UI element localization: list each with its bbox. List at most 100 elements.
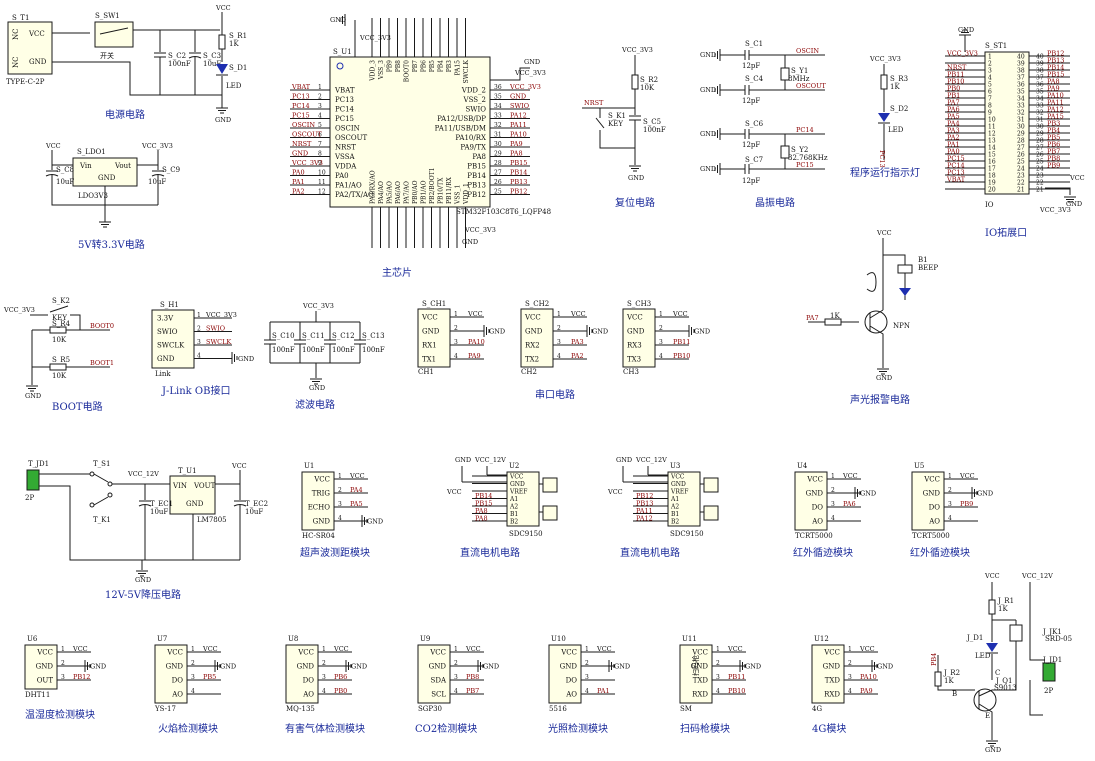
module-pin-num: 3 bbox=[831, 501, 835, 508]
mcu-bottom-pin-name: PB0/AO bbox=[412, 180, 419, 204]
filter-title: 滤波电路 bbox=[295, 398, 335, 411]
motor-net: PB12 bbox=[636, 492, 653, 500]
module-pin-name: VCC bbox=[691, 649, 708, 657]
module-pin-name: SDA bbox=[431, 677, 447, 685]
module-net: PA5 bbox=[350, 500, 363, 508]
module-pin-num: 4 bbox=[338, 515, 342, 522]
step-part: LM7805 bbox=[197, 516, 227, 524]
motor-pin-name: VCC bbox=[670, 474, 685, 481]
mcu-left-pin-name: PC13 bbox=[335, 96, 354, 104]
mcu-right-net: PA10 bbox=[510, 131, 527, 139]
uart-net: PB11 bbox=[673, 338, 690, 346]
motor-net: PA12 bbox=[636, 515, 653, 523]
module-pin-num: 2 bbox=[322, 660, 326, 667]
motor-vcc: VCC bbox=[607, 488, 623, 496]
module-box bbox=[911, 471, 945, 531]
module-designator: U6 bbox=[27, 635, 38, 643]
module-net: PA6 bbox=[843, 500, 856, 508]
uart-pin-num: 4 bbox=[659, 353, 663, 360]
module-part: 4G bbox=[812, 705, 822, 713]
d1-value: LED bbox=[226, 82, 242, 90]
jjd1-designator: J_JD1 bbox=[1042, 656, 1062, 664]
jr2-designator: J_R2 bbox=[943, 669, 960, 677]
io-right-net: PB6 bbox=[1047, 141, 1060, 149]
io-left-net: PA7 bbox=[947, 99, 960, 107]
module-pin-num: 4 bbox=[716, 688, 720, 695]
io-left-net: NRST bbox=[947, 64, 967, 72]
filter-cap-designator: S_C11 bbox=[302, 332, 325, 340]
motor-pin-name: A1 bbox=[509, 496, 518, 503]
c9-value: 10uF bbox=[148, 178, 166, 186]
module-gnd: GND bbox=[614, 663, 630, 671]
uart-pin-name: TX2 bbox=[525, 356, 539, 364]
uart-net: PB10 bbox=[673, 352, 690, 360]
jlink-pin-num: 2 bbox=[197, 326, 201, 333]
io-right-num: 34 bbox=[1036, 96, 1044, 103]
module-pin-num: 3 bbox=[716, 674, 720, 681]
uart-pin-num: 4 bbox=[454, 353, 458, 360]
motor-net: PB14 bbox=[475, 492, 492, 500]
uart-pin-name: GND bbox=[525, 328, 543, 336]
module-net: VCC bbox=[349, 472, 365, 480]
ec1-designator: T_EC1 bbox=[150, 500, 173, 508]
ldo-vcc: VCC bbox=[45, 142, 61, 150]
io-left-num: 13 bbox=[988, 138, 996, 145]
module-gnd: GND bbox=[351, 663, 367, 671]
uart-pin-num: 2 bbox=[454, 325, 458, 332]
c6-designator: S_C6 bbox=[745, 120, 764, 128]
module-pin-num: 3 bbox=[191, 674, 195, 681]
led-title: 程序运行指示灯 bbox=[850, 166, 920, 179]
module-pin-name: TRIG bbox=[312, 490, 331, 498]
io-right-net: PB15 bbox=[1047, 71, 1064, 79]
jr1-designator: J_R1 bbox=[997, 597, 1014, 605]
module-designator: U11 bbox=[682, 635, 697, 643]
module-net: PA1 bbox=[597, 687, 610, 695]
mcu-left-net: PC15 bbox=[292, 112, 310, 120]
mcu-top-pin-name: PB5 bbox=[429, 60, 436, 72]
mcu-right-net: PB15 bbox=[510, 159, 527, 167]
io-right-num: 26 bbox=[1036, 152, 1044, 159]
step-gndpin: GND bbox=[186, 500, 204, 508]
module-title: 扫码枪模块 bbox=[680, 722, 730, 735]
io-right-net: PA15 bbox=[1047, 113, 1064, 121]
module-designator: U9 bbox=[420, 635, 430, 643]
motor-vcc: VCC bbox=[446, 488, 462, 496]
module-inner-label: 扫码枪 bbox=[691, 655, 700, 676]
filter-vcc33: VCC_3V3 bbox=[302, 302, 334, 310]
module-net: VCC bbox=[727, 645, 743, 653]
io-right-num: 40 bbox=[1036, 54, 1044, 61]
io-left-net: PA1 bbox=[947, 141, 960, 149]
io-left-net: PA5 bbox=[947, 113, 960, 121]
mcu-left-net: VBAT bbox=[291, 83, 311, 91]
mcu-right-pin-name: PA8 bbox=[472, 153, 486, 161]
power-vcc: VCC bbox=[215, 4, 231, 12]
mcu-left-pins: VBAT1VBATPC132PC13PC143PC14PC154PC15OSCI… bbox=[290, 83, 374, 199]
io-right-net: PB5 bbox=[1047, 134, 1060, 142]
jk1-designator: J_JK1 bbox=[1042, 628, 1062, 636]
mcu-bottom-pin-name: PB11/RX bbox=[446, 176, 453, 204]
module-pin-name: VCC bbox=[560, 649, 577, 657]
mcu-title: 主芯片 bbox=[382, 266, 412, 279]
module-pin-num: 4 bbox=[585, 688, 589, 695]
module-pin-num: 2 bbox=[585, 660, 589, 667]
module-pin-name: AO bbox=[811, 518, 823, 526]
relay-c: C bbox=[995, 669, 1000, 677]
filter-cap-designator: S_C13 bbox=[362, 332, 385, 340]
y1-value: 8MHz bbox=[788, 75, 810, 83]
motor-pin-name: VREF bbox=[670, 489, 688, 496]
motor-designator: U2 bbox=[509, 462, 519, 470]
io-inner-num: 25 bbox=[1017, 159, 1025, 166]
uart-gnd: GND bbox=[592, 328, 608, 336]
module-net: PB7 bbox=[466, 687, 479, 695]
mcu-right-pin-num: 27 bbox=[494, 170, 502, 177]
module-pin-num: 2 bbox=[61, 660, 65, 667]
mcu-right-pin-name: PA12/USB/DP bbox=[437, 115, 486, 123]
pc14-net: PC14 bbox=[796, 126, 814, 134]
